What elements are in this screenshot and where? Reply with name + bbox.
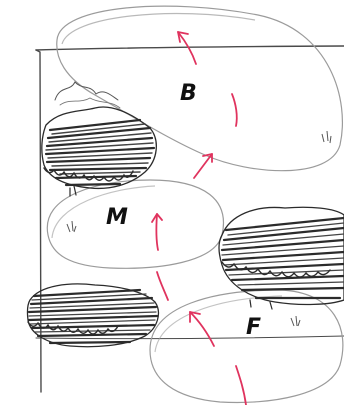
tree-clump-lower-left <box>27 284 158 347</box>
middle-zone <box>47 180 223 268</box>
tree-clump-right <box>219 207 344 309</box>
eye-path-arrows <box>152 32 246 405</box>
zone-label-m: M <box>106 205 128 230</box>
foreground-zone <box>150 290 343 403</box>
zone-label-b: B <box>180 81 197 106</box>
tree-clump-upper-left <box>42 82 157 196</box>
zone-label-f: F <box>246 315 261 340</box>
